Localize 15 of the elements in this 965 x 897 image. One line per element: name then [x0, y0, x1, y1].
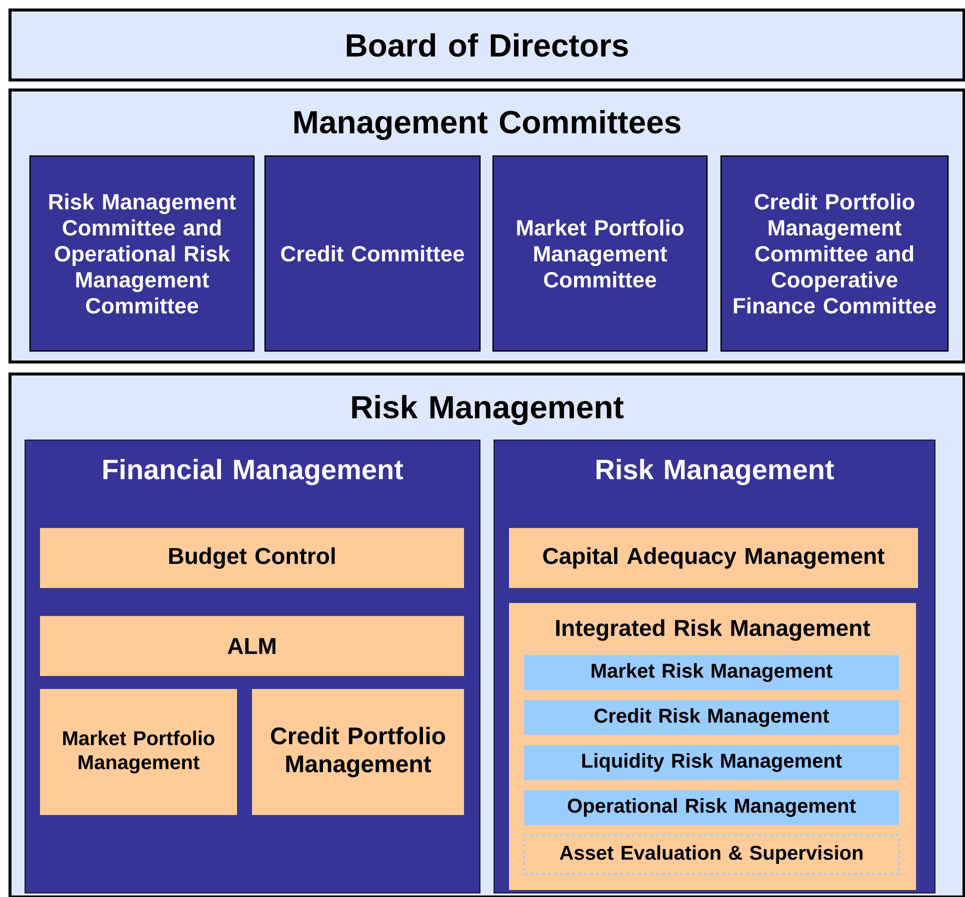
- function-box: Operational Risk Management: [524, 790, 900, 825]
- committee-box: Credit Portfolio Management Committee and Cooperative Finance Committee: [720, 155, 949, 352]
- committee-box: Credit Committee: [264, 155, 481, 352]
- function-box: ALM: [40, 616, 464, 676]
- function-box: Market Risk Management: [524, 655, 900, 690]
- function-box: Credit Risk Management: [524, 700, 900, 735]
- function-box: Capital Adequacy Management: [509, 528, 918, 588]
- function-box: Market Portfolio Management: [40, 689, 237, 815]
- function-box: Budget Control: [40, 528, 464, 588]
- function-box: Liquidity Risk Management: [524, 745, 900, 780]
- function-box: Asset Evaluation & Supervision: [523, 834, 900, 875]
- management-box: Board of Directors: [8, 8, 965, 82]
- committee-box: Risk Management Committee and Operational Risk Management Committee: [29, 155, 255, 352]
- committee-box: Market Portfolio Management Committee: [492, 155, 708, 352]
- function-box: Credit Portfolio Management: [252, 689, 464, 815]
